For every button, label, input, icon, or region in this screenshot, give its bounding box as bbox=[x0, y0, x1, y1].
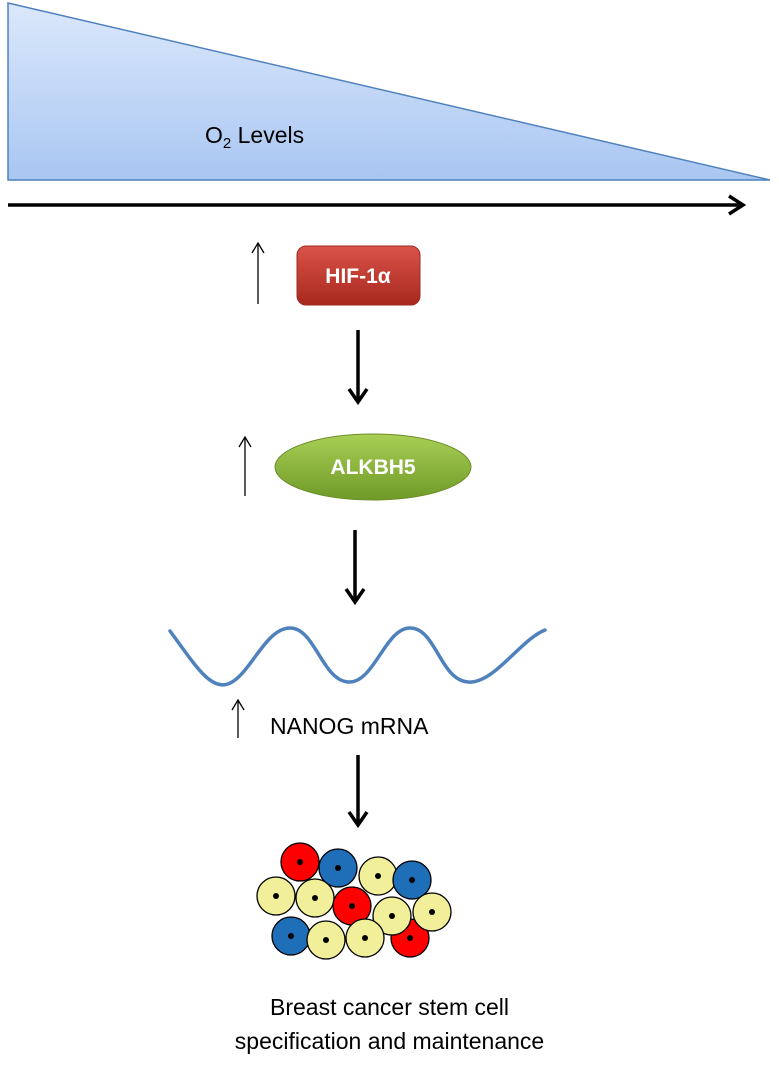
alkbh5-label: ALKBH5 bbox=[330, 456, 415, 479]
nanog-mrna-wave bbox=[168, 626, 547, 687]
hypoxia-axis-arrowhead bbox=[728, 194, 747, 216]
oxygen-gradient-triangle bbox=[7, 2, 771, 181]
alkbh5-up-arrowhead bbox=[238, 435, 252, 448]
alkbh5-to-mrna-arrowhead bbox=[344, 588, 366, 606]
cell-nucleus bbox=[273, 893, 279, 899]
caption-line-1: Breast cancer stem cell bbox=[269, 994, 510, 1020]
cell-nucleus bbox=[335, 865, 341, 871]
cell-nucleus bbox=[375, 873, 381, 879]
o2-levels-label: O2 Levels bbox=[205, 122, 305, 152]
hif-1a-box: HIF-1α bbox=[296, 245, 421, 306]
nanog-up-arrowhead bbox=[231, 698, 245, 711]
nanog-mrna-label: NANOG mRNA bbox=[270, 713, 429, 739]
caption-line-2: specification and maintenance bbox=[234, 1028, 545, 1054]
cell-nucleus bbox=[288, 933, 294, 939]
hif-to-alkbh5-arrowhead bbox=[347, 388, 369, 406]
cell-nucleus bbox=[349, 903, 355, 909]
nanog-to-cells-arrowhead bbox=[347, 811, 369, 829]
cell-nucleus bbox=[389, 913, 395, 919]
cell-nucleus bbox=[323, 937, 329, 943]
cell-nucleus bbox=[409, 877, 415, 883]
alkbh5-ellipse: ALKBH5 bbox=[274, 433, 472, 501]
hif-1a-label: HIF-1α bbox=[325, 265, 391, 288]
cell-nucleus bbox=[297, 859, 303, 865]
cell-nucleus bbox=[429, 909, 435, 915]
figure-caption: Breast cancer stem cell specification an… bbox=[0, 990, 779, 1058]
stem-cell-cluster bbox=[256, 842, 452, 960]
cell-nucleus bbox=[362, 935, 368, 941]
hif-up-arrowhead bbox=[251, 241, 265, 254]
cell-nucleus bbox=[312, 895, 318, 901]
cell-nucleus bbox=[407, 935, 413, 941]
